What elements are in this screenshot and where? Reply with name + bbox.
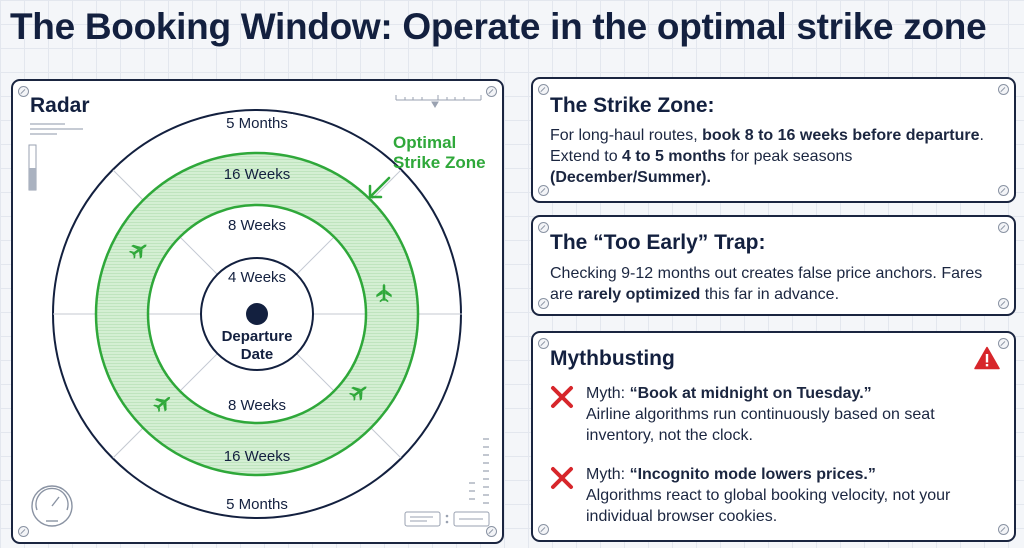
warning-icon [974, 346, 1000, 370]
screw-icon [538, 524, 549, 535]
myth-body: Myth: “Book at midnight on Tuesday.” Airl… [586, 383, 1006, 446]
mythbusting-card: Mythbusting Myth: “Book at midnight on T… [531, 331, 1016, 542]
screw-icon [486, 86, 497, 97]
decorative-side-ticks [469, 438, 489, 504]
screw-icon [538, 185, 549, 196]
strike-zone-title: The Strike Zone: [550, 94, 715, 117]
zone-label-line2: Strike Zone [393, 153, 486, 172]
myth-prefix: Myth: [586, 385, 630, 402]
decorative-ruler [395, 95, 482, 108]
myth-fact: Airline algorithms run continuously base… [586, 406, 935, 444]
screw-icon [18, 526, 29, 537]
label-outer-top: 5 Months [226, 115, 288, 132]
screw-icon [998, 84, 1009, 95]
center-label-line1: Departure [222, 328, 293, 345]
decorative-text-lines [30, 123, 83, 135]
label-outer-bottom: 5 Months [226, 496, 288, 513]
airplane-icon [348, 386, 367, 401]
myth-body: Myth: “Incognito mode lowers prices.” Alg… [586, 464, 1006, 527]
strike-zone-text: For long-haul routes, book 8 to 16 weeks… [550, 125, 1005, 188]
ring-8-weeks [146, 203, 368, 425]
airplane-icon [376, 283, 392, 303]
airplane-icon [153, 396, 171, 413]
center-label-line2: Date [241, 346, 274, 363]
cross-icon [551, 467, 573, 489]
too-early-text: Checking 9-12 months out creates false p… [550, 263, 1005, 305]
label-zone-inner-top: 8 Weeks [228, 217, 286, 234]
arrow-icon [368, 176, 391, 199]
zone-label-line1: Optimal [393, 133, 456, 152]
screw-icon [998, 524, 1009, 535]
screw-icon [538, 298, 549, 309]
text-emphasis: rarely optimized [577, 286, 701, 303]
cross-icon [551, 386, 573, 408]
label-zone-outer-bottom: 16 Weeks [224, 448, 290, 465]
text-segment: . Extend to [550, 127, 984, 165]
myth-claim: “Book at midnight on Tuesday.” [629, 385, 872, 402]
screw-icon [538, 84, 549, 95]
radar-panel: 5 Months 16 Weeks 8 Weeks 4 Weeks 8 Week… [11, 79, 504, 544]
text-segment: For long-haul routes, [550, 127, 703, 144]
screw-icon [538, 338, 549, 349]
decorative-readout [404, 511, 490, 527]
myth-prefix: Myth: [586, 466, 630, 483]
label-zone-outer-top: 16 Weeks [224, 166, 290, 183]
screw-icon [998, 338, 1009, 349]
myth-claim: “Incognito mode lowers prices.” [629, 466, 876, 483]
too-early-title: The “Too Early” Trap: [550, 231, 766, 254]
screw-icon [486, 526, 497, 537]
radar-diagram: 5 Months 16 Weeks 8 Weeks 4 Weeks 8 Week… [28, 94, 490, 527]
too-early-card: The “Too Early” Trap: Checking 9-12 mont… [531, 215, 1016, 316]
screw-icon [18, 86, 29, 97]
strike-zone-card: The Strike Zone: For long-haul routes, b… [531, 77, 1016, 203]
label-inner-top: 4 Weeks [228, 269, 286, 286]
label-zone-inner-bottom: 8 Weeks [228, 397, 286, 414]
myth-fact: Algorithms react to global booking veloc… [586, 487, 951, 525]
screw-icon [998, 222, 1009, 233]
departure-dot [246, 303, 268, 325]
strike-zone-band [95, 152, 419, 476]
text-emphasis: book 8 to 16 weeks before departure [702, 127, 980, 144]
screw-icon [538, 222, 549, 233]
decorative-level-bar [28, 144, 37, 191]
ring-16-weeks [94, 151, 420, 477]
radar-label: Radar [30, 94, 90, 117]
screw-icon [998, 298, 1009, 309]
screw-icon [998, 185, 1009, 196]
page-title: The Booking Window: Operate in the optim… [10, 6, 987, 47]
mythbusting-title: Mythbusting [550, 347, 675, 370]
gauge-icon [31, 485, 73, 527]
airplane-icon [128, 244, 147, 259]
text-emphasis: 4 to 5 months [622, 148, 727, 165]
text-segment: this far in advance. [700, 286, 840, 303]
text-emphasis: (December/Summer). [550, 169, 711, 186]
text-segment: Checking 9-12 months out creates false p… [550, 265, 983, 303]
text-segment: for peak seasons [726, 148, 853, 165]
